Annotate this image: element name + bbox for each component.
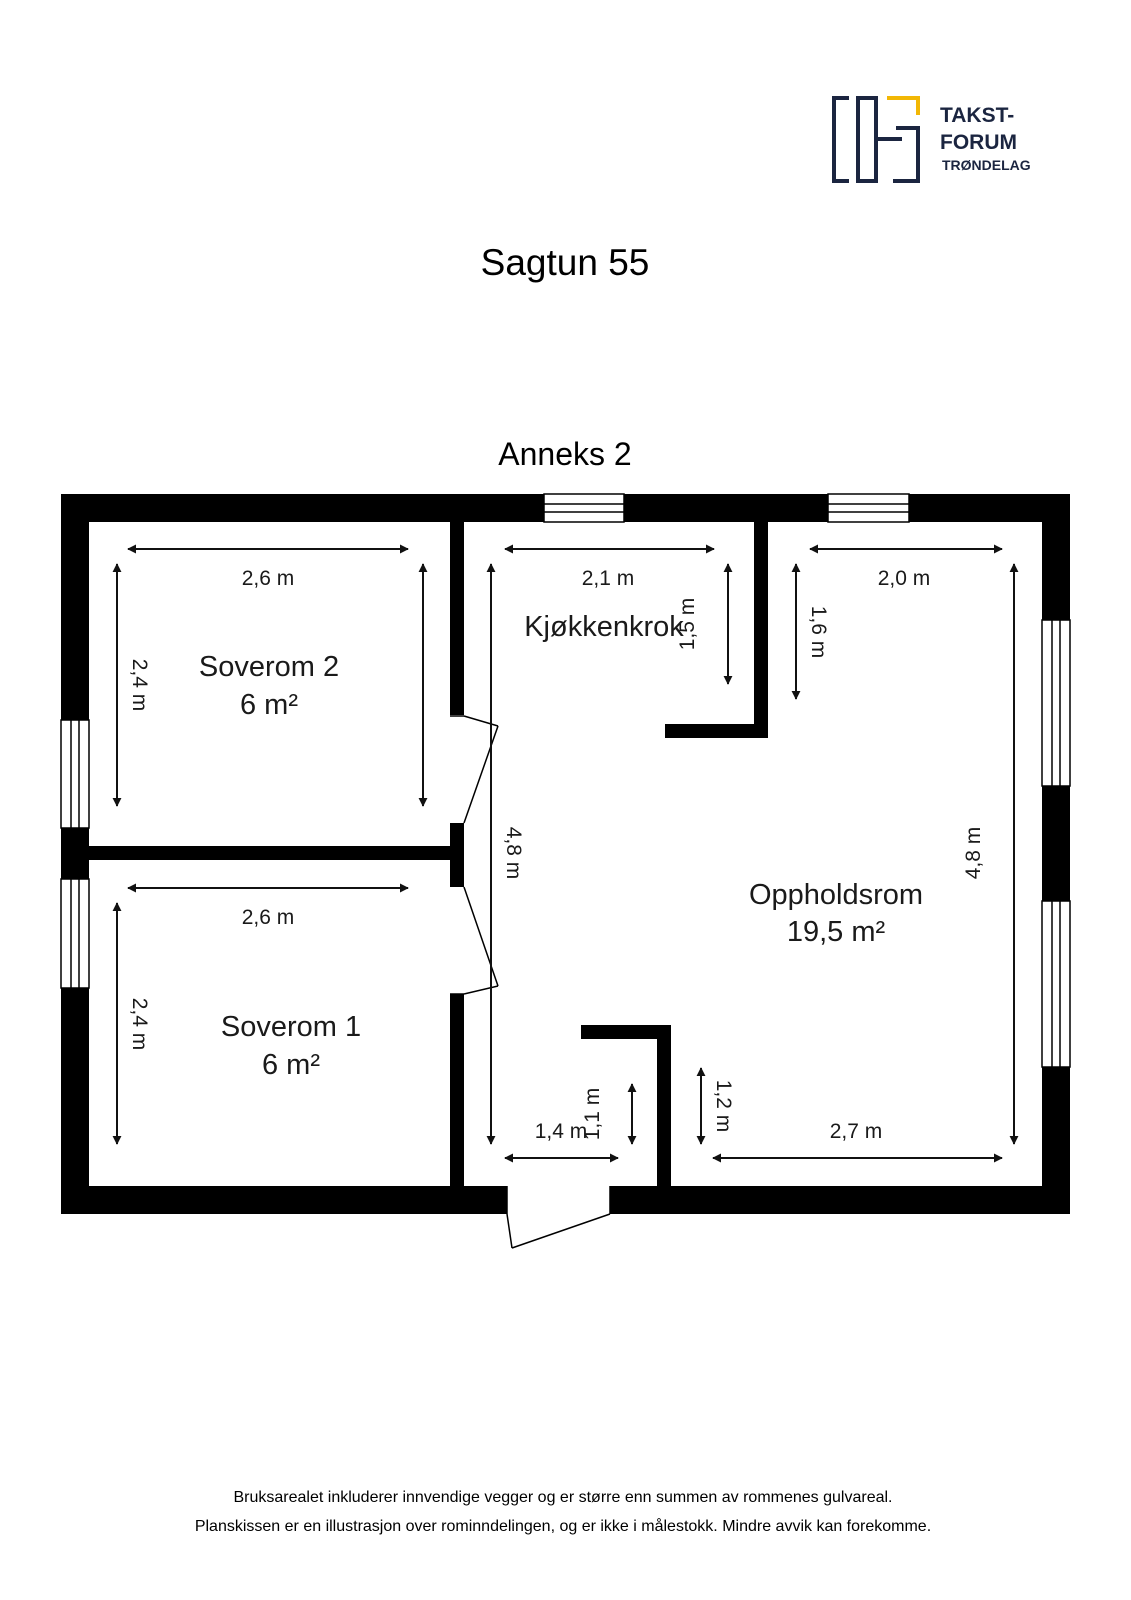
window-right-2 xyxy=(1041,900,1071,1068)
dim-s1-width: 2,6 m xyxy=(242,906,295,929)
footer-line-1: Bruksarealet inkluderer innvendige vegge… xyxy=(234,1489,893,1506)
dim-hall-height: 4,8 m xyxy=(502,827,525,880)
dim-living-step: 1,2 m xyxy=(712,1080,735,1133)
dim-living-top-width: 2,0 m xyxy=(878,567,931,590)
doors xyxy=(450,715,611,1249)
room-soverom-1-area: 6 m² xyxy=(262,1049,320,1081)
window-left-2 xyxy=(60,878,90,989)
door-entry xyxy=(506,1186,611,1249)
room-soverom-2-name: Soverom 2 xyxy=(199,651,339,683)
dimension-lines xyxy=(112,544,1019,1163)
room-soverom-2-area: 6 m² xyxy=(240,689,298,721)
windows xyxy=(60,493,1071,1068)
dim-living-height: 4,8 m xyxy=(962,827,985,880)
dim-s1-height: 2,4 m xyxy=(128,998,151,1051)
room-oppholdsrom-name: Oppholdsrom xyxy=(749,879,923,911)
room-kjokkenkrok-name: Kjøkkenkrok xyxy=(524,611,684,643)
dim-kitchen-depth: 1,5 m xyxy=(676,598,699,651)
room-oppholdsrom-area: 19,5 m² xyxy=(787,916,886,948)
dim-living-bottom-width: 2,7 m xyxy=(830,1120,883,1143)
window-top-1 xyxy=(543,493,625,523)
window-top-2 xyxy=(827,493,910,523)
company-logo: TAKST- FORUM TRØNDELAG xyxy=(832,96,1031,183)
floor-label: Anneks 2 xyxy=(498,436,631,472)
dim-s2-width: 2,6 m xyxy=(242,567,295,590)
dim-s2-height: 2,4 m xyxy=(128,659,151,712)
logo-line-3: TRØNDELAG xyxy=(942,157,1031,173)
page-title: Sagtun 55 xyxy=(481,242,650,283)
window-right-1 xyxy=(1041,619,1071,787)
dim-entry-depth: 1,1 m xyxy=(581,1088,604,1141)
room-labels: Soverom 2 6 m² Kjøkkenkrok Oppholdsrom 1… xyxy=(199,611,923,1081)
dimension-labels: 2,6 m 2,4 m 2,6 m 2,4 m 2,1 m 1,5 m 4,8 … xyxy=(128,567,985,1143)
window-left-1 xyxy=(60,719,90,829)
dim-living-top-depth: 1,6 m xyxy=(807,606,830,659)
outer-walls xyxy=(61,494,1070,1214)
footer-line-2: Planskissen er en illustrasjon over romi… xyxy=(195,1517,931,1535)
logo-mark-icon xyxy=(832,96,920,183)
logo-line-2: FORUM xyxy=(940,131,1017,154)
interior-walls xyxy=(89,522,768,1186)
dim-entry-width: 1,4 m xyxy=(535,1120,588,1143)
logo-line-1: TAKST- xyxy=(940,104,1014,127)
dim-kitchen-width: 2,1 m xyxy=(582,567,635,590)
room-soverom-1-name: Soverom 1 xyxy=(221,1011,361,1043)
